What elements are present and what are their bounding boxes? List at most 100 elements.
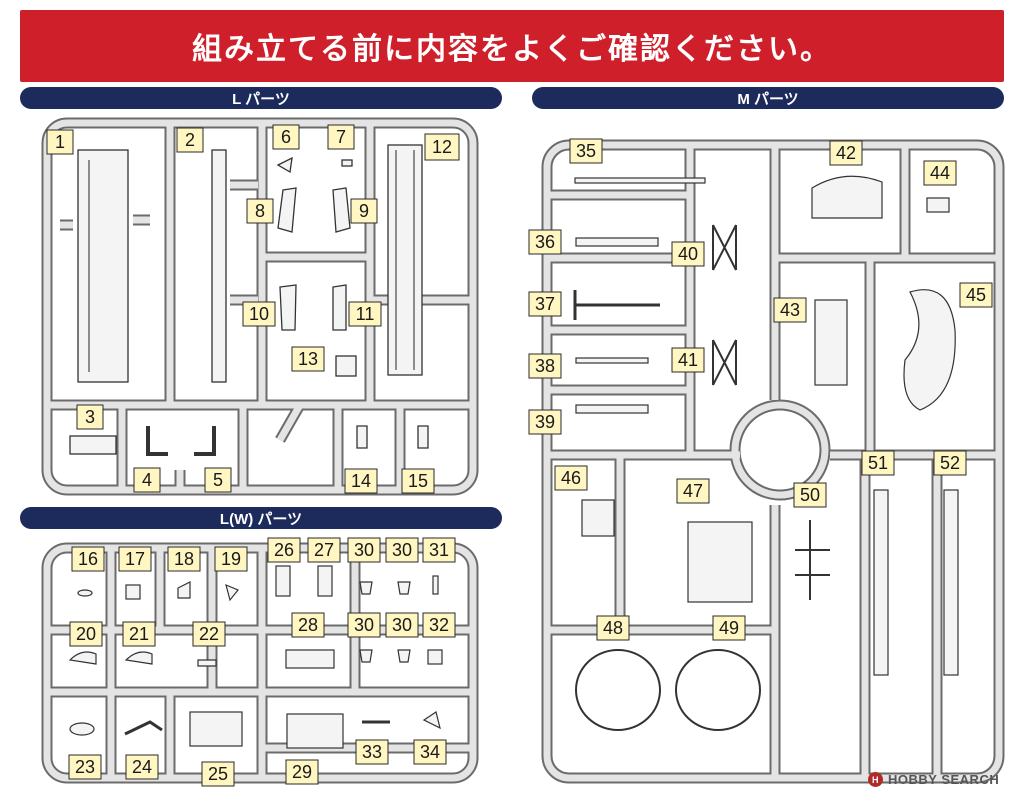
part-37-rake — [573, 290, 660, 320]
watermark: H HOBBY SEARCH — [868, 772, 999, 787]
label-text-34: 34 — [420, 742, 440, 762]
part-50 — [795, 520, 830, 600]
label-text-43: 43 — [780, 300, 800, 320]
part-23 — [69, 722, 95, 736]
label-part-38: 38 — [528, 353, 562, 379]
part-51 — [873, 489, 889, 676]
part-6 — [276, 156, 293, 174]
part-3 — [69, 435, 117, 455]
part-13 — [335, 355, 357, 377]
label-text-21: 21 — [129, 624, 149, 644]
label-text-14: 14 — [351, 471, 371, 491]
label-part-17: 17 — [118, 546, 152, 572]
part-18 — [177, 581, 191, 599]
label-text-36: 36 — [535, 232, 555, 252]
label-text-10: 10 — [249, 304, 269, 324]
part-16 — [77, 589, 93, 597]
label-part-39: 39 — [528, 409, 562, 435]
label-part-52: 52 — [933, 450, 967, 476]
label-text-13: 13 — [298, 349, 318, 369]
label-text-17: 17 — [125, 549, 145, 569]
label-text-2: 2 — [185, 130, 195, 150]
hobby-search-logo-icon: H — [868, 772, 883, 787]
section-title-lw: L(W) パーツ — [219, 510, 303, 528]
part-24 — [124, 720, 163, 736]
label-part-8: 8 — [246, 198, 274, 224]
label-text-30d: 30 — [392, 615, 412, 635]
label-text-35: 35 — [576, 141, 596, 161]
label-text-47: 47 — [683, 481, 703, 501]
label-part-47: 47 — [676, 478, 710, 504]
label-part-15: 15 — [401, 468, 435, 494]
label-text-51: 51 — [868, 453, 888, 473]
part-46 — [581, 499, 615, 537]
part-30-d — [397, 649, 411, 663]
part-38 — [575, 357, 649, 364]
label-part-13: 13 — [291, 346, 325, 372]
part-43 — [814, 299, 848, 386]
part-9-bracket — [332, 187, 351, 233]
label-part-19: 19 — [214, 546, 248, 572]
label-text-15: 15 — [408, 471, 428, 491]
label-text-38: 38 — [535, 356, 555, 376]
part-30-c — [359, 649, 373, 663]
label-text-30a: 30 — [354, 540, 374, 560]
label-part-16: 16 — [71, 546, 105, 572]
part-25 — [189, 711, 243, 747]
label-text-30c: 30 — [354, 615, 374, 635]
label-part-37: 37 — [528, 291, 562, 317]
label-part-27: 27 — [307, 537, 341, 563]
label-part-42: 42 — [829, 140, 863, 166]
label-part-22: 22 — [192, 621, 226, 647]
label-text-4: 4 — [142, 470, 152, 490]
label-part-3: 3 — [76, 404, 104, 430]
label-text-50: 50 — [800, 485, 820, 505]
label-text-29: 29 — [292, 762, 312, 782]
label-part-9: 9 — [350, 198, 378, 224]
label-text-22: 22 — [199, 624, 219, 644]
part-labels: 1 2 6 7 12 8 9 10 11 13 3 4 5 14 15 16 1… — [46, 124, 993, 787]
section-header-l-parts: L パーツ — [20, 87, 502, 109]
label-text-5: 5 — [213, 470, 223, 490]
part-2-rail — [211, 149, 227, 383]
banner-title: 組み立てる前に内容をよくご確認ください。 — [192, 32, 832, 67]
label-part-21: 21 — [122, 621, 156, 647]
label-part-49: 49 — [712, 615, 746, 641]
part-17 — [125, 584, 141, 600]
part-14 — [356, 425, 368, 449]
part-36 — [575, 237, 659, 247]
label-text-44: 44 — [930, 163, 950, 183]
label-text-18: 18 — [174, 549, 194, 569]
part-52 — [943, 489, 959, 676]
label-part-50: 50 — [793, 482, 827, 508]
label-text-3: 3 — [85, 407, 95, 427]
part-20 — [68, 651, 97, 665]
label-text-24: 24 — [132, 757, 152, 777]
label-text-52: 52 — [940, 453, 960, 473]
part-45 — [903, 289, 956, 411]
sprue-inner-m — [543, 141, 1003, 782]
label-part-18: 18 — [167, 546, 201, 572]
part-48-ring — [575, 649, 661, 731]
part-12-frame — [387, 144, 423, 376]
part-4-handle — [146, 426, 168, 456]
label-part-24: 24 — [125, 754, 159, 780]
label-part-30b: 30 — [385, 537, 419, 563]
label-part-26: 26 — [267, 537, 301, 563]
label-part-44: 44 — [923, 160, 957, 186]
part-27 — [317, 565, 333, 597]
part-34 — [422, 711, 441, 730]
part-32 — [427, 649, 443, 665]
label-text-48: 48 — [603, 618, 623, 638]
parts-m — [573, 175, 959, 731]
label-text-31: 31 — [429, 540, 449, 560]
label-text-12: 12 — [432, 137, 452, 157]
section-title-m: M パーツ — [737, 90, 799, 108]
part-10-bracket — [279, 284, 297, 331]
part-30-b — [397, 581, 411, 595]
label-part-25: 25 — [201, 761, 235, 787]
label-part-30d: 30 — [385, 612, 419, 638]
label-text-8: 8 — [255, 201, 265, 221]
part-7 — [341, 159, 353, 167]
